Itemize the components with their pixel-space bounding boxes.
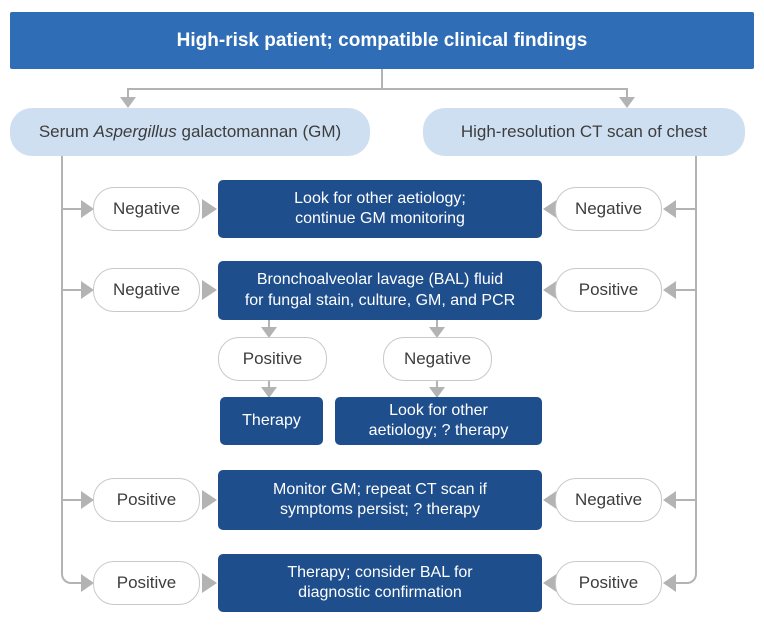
branch-line: [676, 289, 696, 291]
result-label: Positive: [578, 573, 639, 592]
result-label: Positive: [116, 490, 177, 509]
branch-line: [62, 208, 82, 210]
connector-drop-left: [127, 88, 129, 98]
result-label: Negative: [574, 490, 643, 509]
arrow-right-icon: [81, 574, 94, 592]
result-oval-gm-row1: Negative: [93, 187, 200, 231]
trunk-left: [61, 156, 63, 572]
action-line: symptoms persist; ? therapy: [279, 501, 481, 518]
result-label: Negative: [403, 349, 472, 368]
serum-gm-label: Serum Aspergillus galactomannan (GM): [38, 122, 342, 141]
test-node-serum-gm: Serum Aspergillus galactomannan (GM): [10, 108, 370, 156]
action-node-other-aetiology-gm: Look for other aetiology; continue GM mo…: [218, 180, 542, 238]
arrow-down-icon: [120, 97, 136, 108]
action-node-bal: Bronchoalveolar lavage (BAL) fluid for f…: [218, 261, 542, 320]
action-node-therapy-confirm: Therapy; consider BAL for diagnostic con…: [218, 554, 542, 612]
arrow-left-icon: [543, 490, 558, 510]
arrow-right-icon: [81, 200, 94, 218]
arrow-down-icon: [429, 327, 445, 338]
trunk-left-elbow: [61, 570, 83, 584]
connector-drop-right: [626, 88, 628, 98]
result-label: Negative: [112, 280, 181, 299]
ct-chest-label: High-resolution CT scan of chest: [460, 122, 708, 141]
arrow-left-icon: [663, 574, 676, 592]
arrow-left-icon: [543, 573, 558, 593]
trunk-right: [695, 156, 697, 572]
bal-stem: [268, 320, 270, 328]
result-oval-ct-row3: Negative: [555, 478, 662, 522]
action-node-other-aetiology-bal: Look for other aetiology; ? therapy: [335, 397, 542, 445]
action-line: Look for other aetiology;: [294, 189, 466, 207]
result-oval-gm-row2: Negative: [93, 268, 200, 312]
arrow-left-icon: [663, 200, 676, 218]
action-node-therapy: Therapy: [220, 397, 323, 445]
connector-header-stem: [381, 69, 383, 89]
branch-line: [676, 208, 696, 210]
action-line: Bronchoalveolar lavage (BAL) fluid: [256, 271, 504, 289]
arrow-down-icon: [619, 97, 635, 108]
action-line: Look for other: [389, 401, 488, 419]
action-line: Therapy: [242, 411, 301, 429]
bal-stem: [436, 381, 438, 388]
action-node-monitor-gm: Monitor GM; repeat CT scan if symptoms p…: [218, 470, 542, 530]
arrow-left-icon: [663, 491, 676, 509]
action-line: Therapy; consider BAL for: [287, 563, 473, 581]
result-label: Positive: [116, 573, 177, 592]
action-line: Monitor GM; repeat CT scan if: [273, 480, 487, 498]
result-oval-ct-row1: Negative: [555, 187, 662, 231]
branch-line: [676, 499, 696, 501]
branch-line: [62, 289, 82, 291]
result-oval-gm-row4: Positive: [93, 561, 200, 605]
arrow-right-icon: [202, 573, 217, 593]
result-oval-gm-row3: Positive: [93, 478, 200, 522]
action-line: for fungal stain, culture, GM, and PCR: [244, 291, 516, 309]
arrow-left-icon: [543, 280, 558, 300]
result-oval-ct-row4: Positive: [555, 561, 662, 605]
arrow-down-icon: [261, 327, 277, 338]
arrow-down-icon: [261, 387, 277, 398]
action-line: aetiology; ? therapy: [368, 422, 509, 439]
connector-header-split: [127, 88, 628, 90]
arrow-right-icon: [202, 280, 217, 300]
arrow-left-icon: [543, 199, 558, 219]
bal-stem: [436, 320, 438, 328]
arrow-down-icon: [429, 387, 445, 398]
result-label: Negative: [574, 199, 643, 218]
arrow-right-icon: [202, 199, 217, 219]
result-label: Negative: [112, 199, 181, 218]
result-label: Positive: [242, 349, 303, 368]
result-oval-bal-positive: Positive: [218, 337, 327, 381]
arrow-left-icon: [663, 281, 676, 299]
test-node-ct-chest: High-resolution CT scan of chest: [423, 108, 745, 156]
result-oval-ct-row2: Positive: [555, 268, 662, 312]
branch-line: [62, 499, 82, 501]
arrow-right-icon: [202, 490, 217, 510]
arrow-right-icon: [81, 281, 94, 299]
action-line: diagnostic confirmation: [298, 584, 462, 601]
action-line: continue GM monitoring: [295, 210, 465, 227]
arrow-right-icon: [81, 491, 94, 509]
trunk-right-elbow: [675, 570, 697, 584]
result-label: Positive: [578, 280, 639, 299]
result-oval-bal-negative: Negative: [383, 337, 492, 381]
header-label: High-risk patient; compatible clinical f…: [176, 29, 588, 51]
bal-stem: [268, 381, 270, 388]
header-node: High-risk patient; compatible clinical f…: [10, 12, 754, 69]
